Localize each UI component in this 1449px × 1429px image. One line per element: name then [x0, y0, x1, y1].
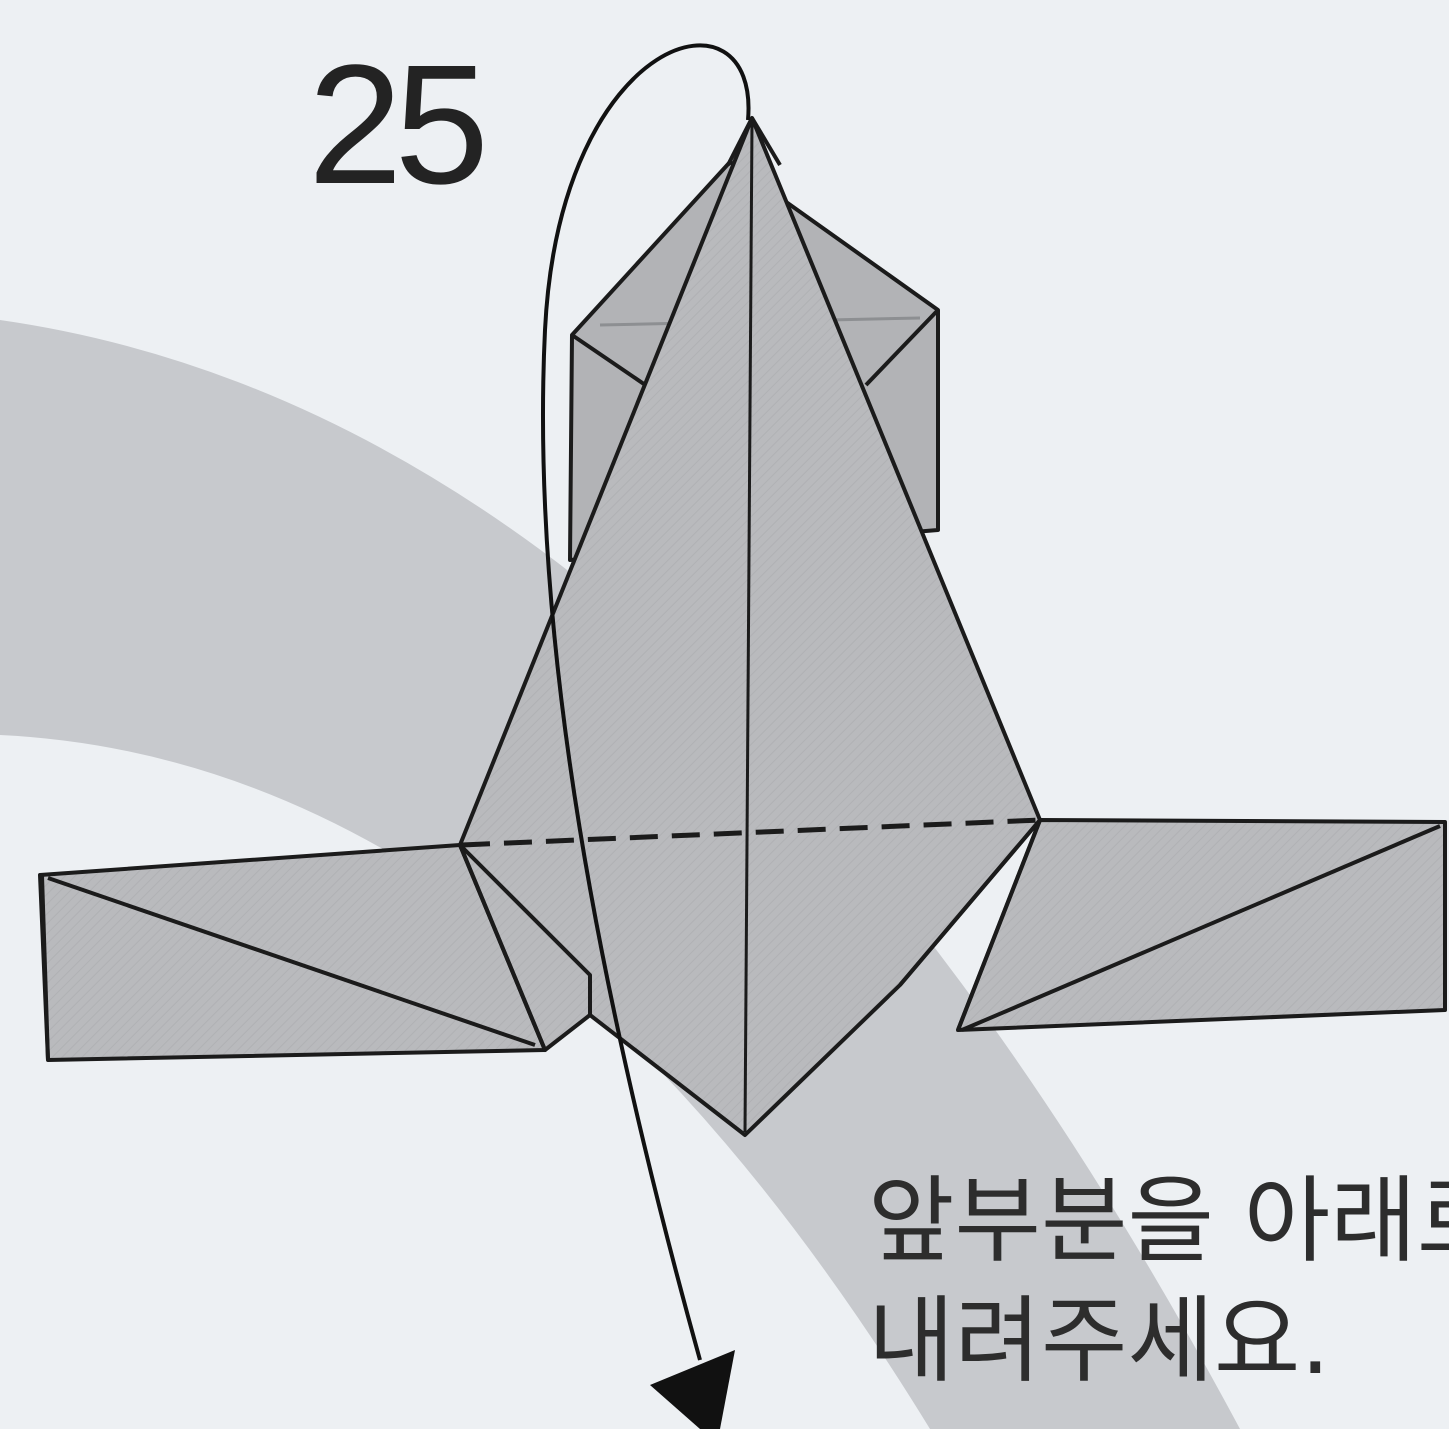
central-body	[458, 116, 1042, 1137]
right-wing	[956, 818, 1447, 1032]
step-number: 25	[308, 30, 489, 220]
instruction-line-2: 내려주세요.	[868, 1287, 1331, 1396]
instruction-text: 앞부분을 아래로 내려주세요.	[868, 1162, 1449, 1402]
left-wing	[38, 843, 547, 1062]
instruction-line-1: 앞부분을 아래로	[868, 1167, 1449, 1276]
fold-arrow	[540, 43, 751, 1361]
valley-fold-line	[461, 817, 1041, 848]
arrowhead-icon	[650, 1350, 735, 1429]
